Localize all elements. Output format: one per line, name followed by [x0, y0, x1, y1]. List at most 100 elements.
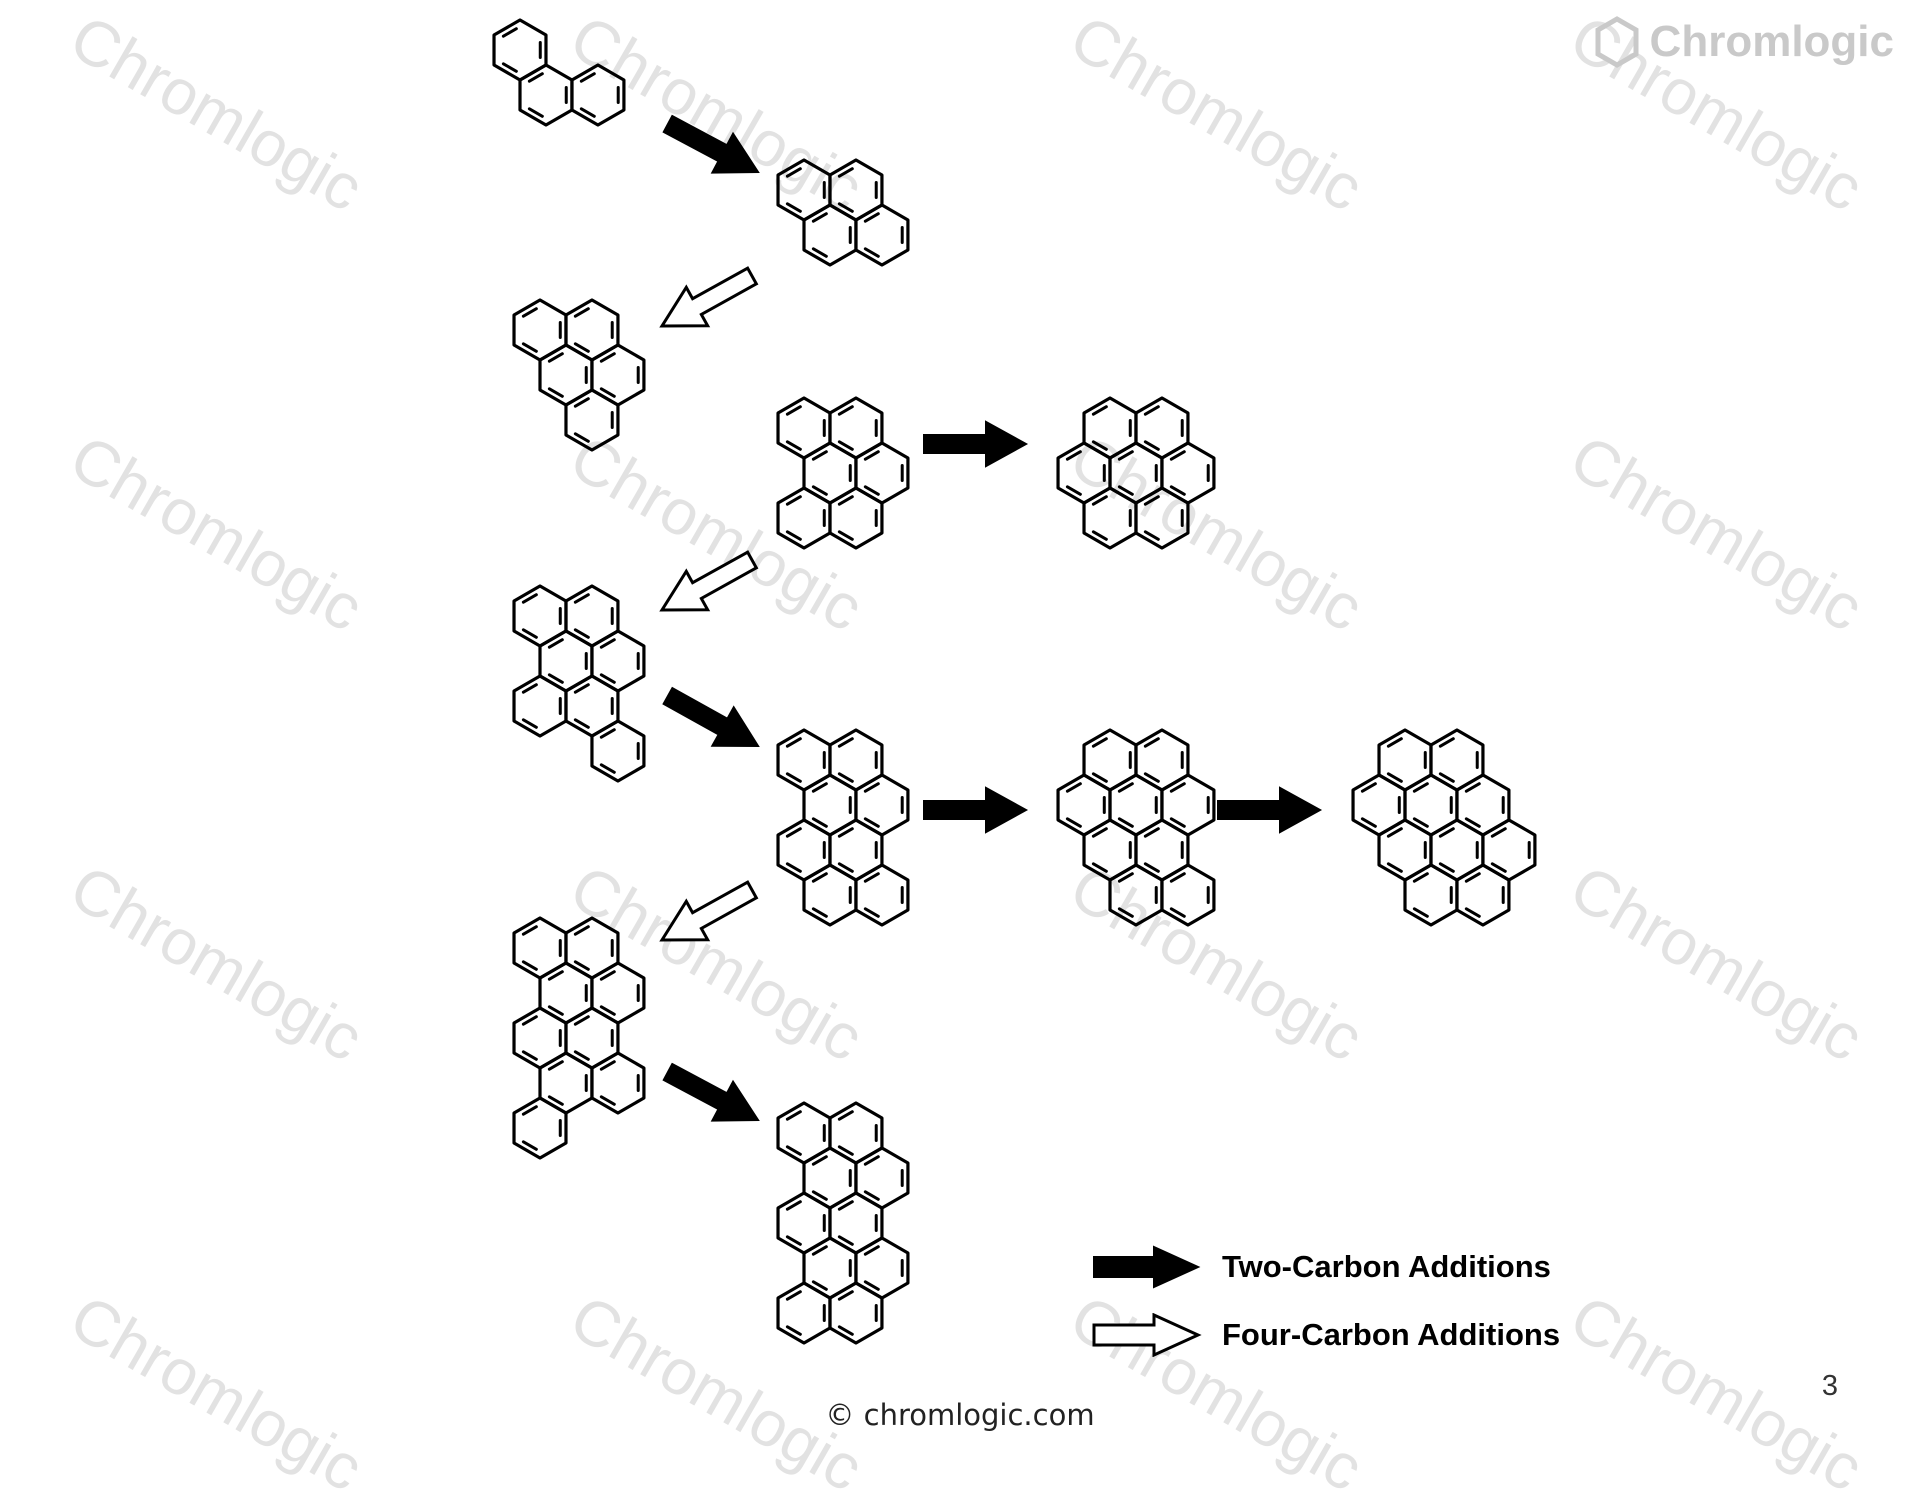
benzene-ring	[828, 486, 884, 550]
dibenzo-perylene	[512, 584, 646, 783]
legend-two-carbon: Two-Carbon Additions	[1092, 1245, 1551, 1289]
double-bond	[1386, 737, 1403, 748]
benzene-ring	[776, 1281, 832, 1345]
double-bond	[599, 970, 616, 981]
double-bond	[599, 763, 616, 774]
hollow-arrow-icon	[1092, 1313, 1202, 1357]
double-bond	[599, 638, 616, 649]
two-carbon-arrow	[1217, 786, 1323, 834]
benzo-coronene-like	[776, 728, 910, 927]
double-bond	[863, 817, 880, 828]
double-bond	[837, 862, 854, 873]
double-bond	[521, 342, 538, 353]
brand-logo: Chromlogic	[1594, 16, 1894, 68]
double-bond	[573, 342, 590, 353]
double-bond	[837, 737, 854, 748]
double-bond	[837, 1145, 854, 1156]
double-bond	[501, 27, 518, 38]
footer-copyright: © chromlogic.com	[825, 1398, 1095, 1432]
double-bond	[811, 817, 828, 828]
double-bond	[573, 960, 590, 971]
double-bond	[1386, 772, 1403, 783]
double-bond	[573, 1050, 590, 1061]
legend-label: Four-Carbon Additions	[1222, 1317, 1561, 1352]
double-bond	[1412, 817, 1429, 828]
double-bond	[521, 1015, 538, 1026]
double-bond	[1412, 907, 1429, 918]
benzene-ring	[590, 1051, 646, 1115]
double-bond	[1169, 872, 1186, 883]
brand-name: Chromlogic	[1649, 17, 1894, 66]
double-bond	[1169, 817, 1186, 828]
double-bond	[785, 827, 802, 838]
double-bond	[573, 432, 590, 443]
double-bond	[1143, 737, 1160, 748]
double-bond	[521, 683, 538, 694]
double-bond	[599, 1060, 616, 1071]
double-bond	[1464, 872, 1481, 883]
benzene-ring	[512, 674, 568, 738]
double-bond	[863, 247, 880, 258]
double-bond	[811, 247, 828, 258]
extended-pah	[512, 916, 646, 1160]
double-bond	[863, 1280, 880, 1291]
double-bond	[1143, 827, 1160, 838]
double-bond	[579, 107, 596, 118]
double-bond	[837, 440, 854, 451]
benzene-ring	[802, 203, 858, 267]
two-carbon-arrow	[662, 114, 760, 174]
benzene-ring	[854, 863, 910, 927]
double-bond	[1438, 772, 1455, 783]
double-bond	[811, 1280, 828, 1291]
double-bond	[527, 72, 544, 83]
double-bond	[1412, 782, 1429, 793]
benzene-ring	[512, 1096, 568, 1160]
double-bond	[599, 352, 616, 363]
double-bond	[1091, 530, 1108, 541]
double-bond	[811, 485, 828, 496]
double-bond	[1143, 440, 1160, 451]
double-bond	[573, 307, 590, 318]
double-bond	[1065, 782, 1082, 793]
double-bond	[547, 673, 564, 684]
double-bond	[837, 530, 854, 541]
double-bond	[573, 593, 590, 604]
double-bond	[785, 202, 802, 213]
double-bond	[811, 907, 828, 918]
double-bond	[837, 405, 854, 416]
double-bond	[521, 628, 538, 639]
benzene-ring	[1160, 863, 1216, 927]
two-carbon-arrow	[662, 686, 760, 748]
benzo-pyrene	[512, 298, 646, 452]
double-bond	[1169, 782, 1186, 793]
double-bond	[521, 1050, 538, 1061]
double-bond	[1412, 872, 1429, 883]
double-bond	[785, 737, 802, 748]
double-bond	[1117, 907, 1134, 918]
double-bond	[863, 485, 880, 496]
double-bond	[811, 782, 828, 793]
double-bond	[1091, 772, 1108, 783]
double-bond	[785, 1325, 802, 1336]
double-bond	[579, 72, 596, 83]
double-bond	[547, 1005, 564, 1016]
double-bond	[785, 1290, 802, 1301]
double-bond	[1065, 485, 1082, 496]
double-bond	[521, 960, 538, 971]
double-bond	[1464, 907, 1481, 918]
double-bond	[547, 1095, 564, 1106]
benzene-ring	[564, 388, 620, 452]
double-bond	[863, 450, 880, 461]
double-bond	[811, 450, 828, 461]
double-bond	[521, 1105, 538, 1116]
double-bond	[785, 862, 802, 873]
double-bond	[547, 970, 564, 981]
four-carbon-arrow	[659, 266, 759, 328]
dibenzo-coronene	[1056, 728, 1216, 927]
double-bond	[1117, 450, 1134, 461]
legend-label: Two-Carbon Additions	[1222, 1249, 1551, 1284]
double-bond	[837, 167, 854, 178]
double-bond	[811, 1190, 828, 1201]
double-bond	[1169, 450, 1186, 461]
double-bond	[837, 1110, 854, 1121]
